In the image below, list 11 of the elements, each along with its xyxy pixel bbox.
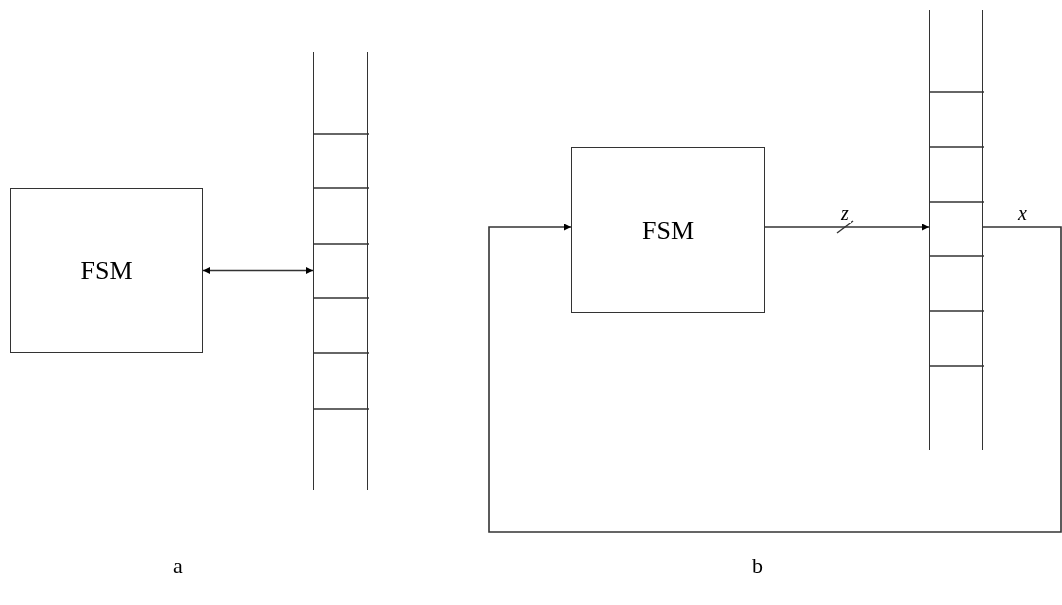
tape-drawing xyxy=(929,10,983,450)
state-machine-box xyxy=(10,188,203,353)
box-label: FSM xyxy=(641,214,694,247)
tape-drawing xyxy=(313,52,368,490)
arrow xyxy=(202,267,314,274)
box-label: FSM xyxy=(80,255,133,287)
arrow xyxy=(764,223,930,231)
panel-label: b xyxy=(752,555,763,577)
arrow xyxy=(488,223,1062,533)
state-machine-box xyxy=(571,147,765,313)
panel-label: a xyxy=(173,555,183,577)
